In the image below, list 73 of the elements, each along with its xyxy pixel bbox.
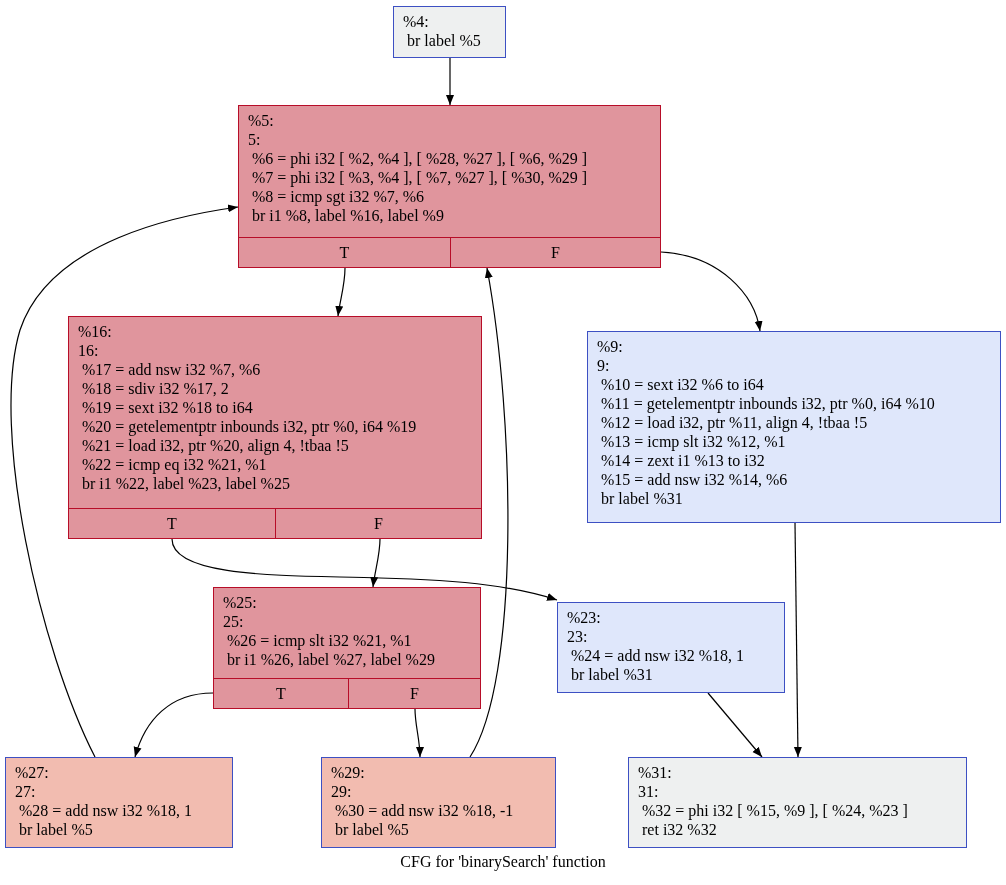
instruction-text: %26 = icmp slt i32 %21, %1 [226, 631, 412, 650]
block-label: %25: [223, 593, 257, 612]
instruction-text: %28 = add nsw i32 %18, 1 [18, 801, 192, 820]
arrow [707, 692, 763, 758]
branch-label: F [551, 243, 560, 262]
basic-block [628, 757, 967, 848]
instruction-text: br label %5 [334, 820, 409, 839]
instruction-text: br label %5 [406, 31, 481, 50]
block-label: %4: [403, 12, 429, 31]
instruction-text: 25: [223, 612, 244, 631]
block-label: %31: [638, 763, 672, 782]
arrow [660, 251, 762, 332]
basic-block [238, 105, 661, 268]
arrow [10, 204, 239, 758]
instruction-text: 23: [567, 627, 588, 646]
block-label: %23: [567, 608, 601, 627]
instruction-text: %22 = icmp eq i32 %21, %1 [81, 455, 267, 474]
block-label: %27: [15, 763, 49, 782]
branch-label: F [410, 684, 419, 703]
instruction-text: ret i32 %32 [641, 820, 717, 839]
instruction-text: %13 = icmp slt i32 %12, %1 [600, 432, 786, 451]
instruction-text: %32 = phi i32 [ %15, %9 ], [ %24, %23 ] [641, 801, 908, 820]
instruction-text: %10 = sext i32 %6 to i64 [600, 375, 764, 394]
arrow [370, 538, 381, 588]
instruction-text: 9: [597, 356, 610, 375]
instruction-text: br label %31 [600, 489, 683, 508]
instruction-text: %19 = sext i32 %18 to i64 [81, 398, 253, 417]
branch-label: T [276, 684, 286, 703]
basic-block [321, 757, 556, 848]
block-label: %16: [78, 322, 112, 341]
instruction-text: %12 = load i32, ptr %11, align 4, !tbaa !5 [600, 413, 868, 432]
instruction-text: %20 = getelementptr inbounds i32, ptr %0, i64 %19 [81, 417, 417, 436]
instruction-text: %21 = load i32, ptr %20, align 4, !tbaa !5 [81, 436, 349, 455]
basic-block [213, 587, 481, 709]
instruction-text: br label %5 [18, 820, 93, 839]
arrow [793, 522, 802, 758]
instruction-text: %14 = zext i1 %13 to i32 [600, 451, 765, 470]
diagram-caption: CFG for 'binarySearch' function [400, 853, 606, 871]
basic-block [393, 6, 506, 58]
instruction-text: br label %31 [570, 665, 653, 684]
instruction-text: 27: [15, 782, 36, 801]
block-label: %9: [597, 337, 623, 356]
basic-block [68, 316, 482, 539]
instruction-text: 31: [638, 782, 659, 801]
instruction-text: 5: [248, 130, 261, 149]
instruction-text: %18 = sdiv i32 %17, 2 [81, 379, 229, 398]
branch-label: F [374, 514, 383, 533]
instruction-text: %30 = add nsw i32 %18, -1 [334, 801, 514, 820]
arrow [335, 267, 346, 317]
instruction-text: %24 = add nsw i32 %18, 1 [570, 646, 744, 665]
instruction-text: %11 = getelementptr inbounds i32, ptr %0, i64 %10 [600, 394, 935, 413]
instruction-text: 29: [331, 782, 352, 801]
instruction-text: br i1 %26, label %27, label %29 [226, 650, 435, 669]
instruction-text: %6 = phi i32 [ %2, %4 ], [ %28, %27 ], [ %6, %29 ] [251, 149, 588, 168]
block-label: %5: [248, 111, 274, 130]
basic-block [587, 331, 1001, 523]
basic-block [557, 602, 785, 693]
instruction-text: 16: [78, 341, 99, 360]
instruction-text: %17 = add nsw i32 %7, %6 [81, 360, 261, 379]
branch-label: T [339, 243, 350, 262]
arrow [134, 692, 214, 758]
branch-label: T [167, 514, 177, 533]
arrow [469, 267, 509, 758]
instruction-text: br i1 %22, label %23, label %25 [81, 474, 290, 493]
arrow [171, 538, 558, 601]
instruction-text: %15 = add nsw i32 %14, %6 [600, 470, 788, 489]
basic-block [5, 757, 233, 848]
block-label: %29: [331, 763, 365, 782]
instruction-text: %8 = icmp sgt i32 %7, %6 [251, 187, 425, 206]
instruction-text: %7 = phi i32 [ %3, %4 ], [ %7, %27 ], [ %30, %29 ] [251, 168, 588, 187]
arrow [414, 708, 424, 758]
instruction-text: br i1 %8, label %16, label %9 [251, 206, 444, 225]
arrow [446, 57, 454, 106]
